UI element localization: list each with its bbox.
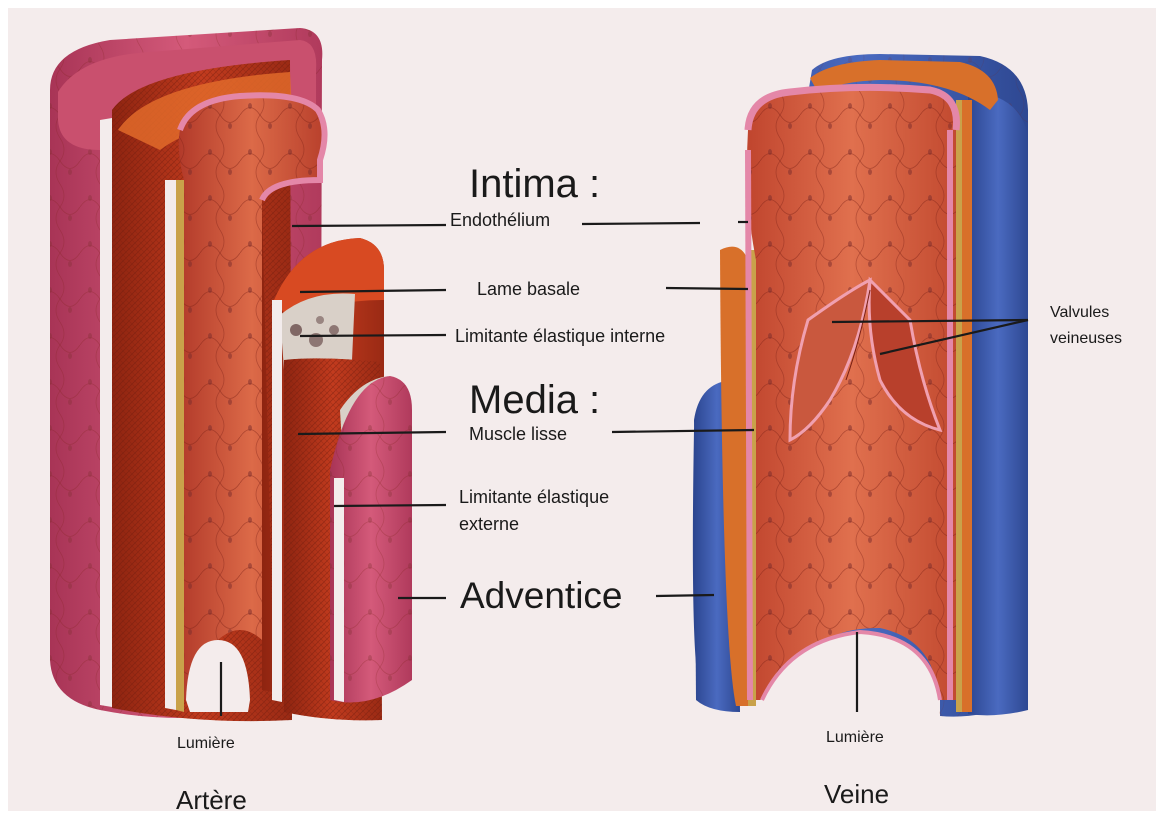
endothelium-line-right [582, 223, 700, 224]
adventice-line-right [656, 595, 714, 596]
lee-label-line2: externe [459, 514, 519, 534]
valvules-label-line2: veineuses [1050, 329, 1122, 349]
muscle-lisse-label: Muscle lisse [469, 424, 567, 444]
adventice-heading: Adventice [460, 576, 623, 616]
endothelium-line-left [292, 225, 446, 226]
valvules-label-line1: Valvules [1050, 303, 1109, 323]
lame-basale-label: Lame basale [477, 279, 580, 299]
lee-line [334, 505, 446, 506]
intima-heading: Intima : [469, 164, 600, 204]
lumiere-artere-label: Lumière [177, 734, 235, 754]
lumiere-veine-label: Lumière [826, 728, 884, 748]
lei-line [300, 335, 446, 336]
artere-title: Artère [176, 786, 247, 814]
lame-basale-line-right [666, 288, 748, 289]
lei-label: Limitante élastique interne [455, 326, 665, 346]
media-heading: Media : [469, 380, 600, 420]
endothelium-label: Endothélium [450, 210, 550, 230]
lee-label-line1: Limitante élastique [459, 487, 609, 507]
veine-title: Veine [824, 780, 889, 808]
